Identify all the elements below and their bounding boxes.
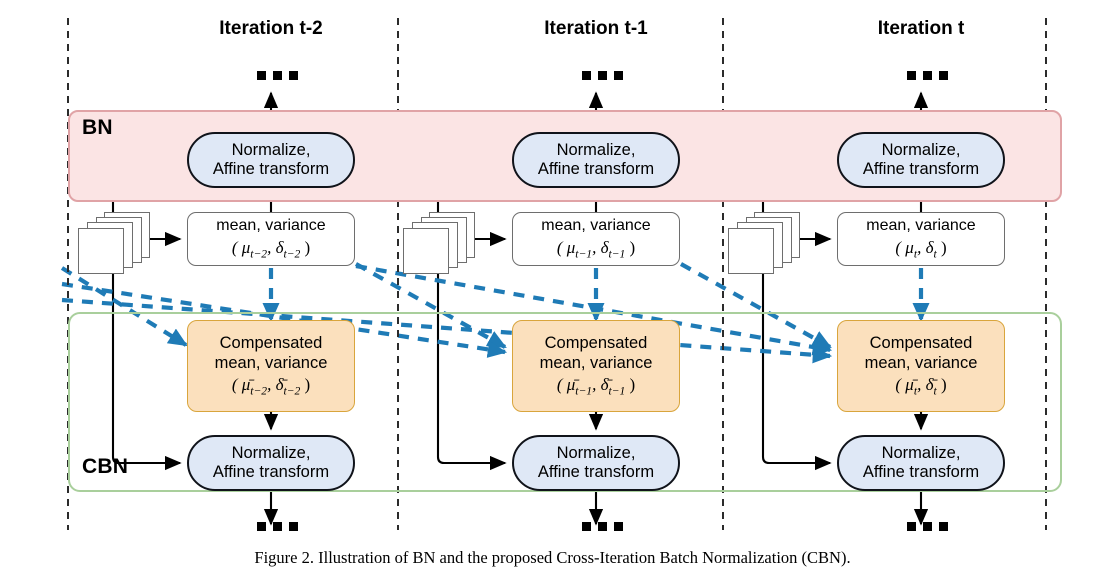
bn-normalize-line1: Normalize,: [881, 140, 961, 159]
stacked-feature-maps-icon-2: [403, 212, 477, 274]
compensated-line1: Compensated: [869, 334, 973, 353]
cbn-normalize-line2: Affine transform: [862, 463, 980, 481]
cbn-normalize-box-t[interactable]: Normalize, Affine transform: [837, 435, 1005, 491]
bn-normalize-line1: Normalize,: [231, 140, 311, 159]
compensated-line1: Compensated: [544, 334, 648, 353]
compensated-statistics-box-t-2[interactable]: Compensated mean, variance ( μ̄t−2, δ̄t−…: [187, 320, 355, 412]
compensated-formula: ( μ̄t, δ̄t ): [895, 374, 947, 398]
compensated-line2: mean, variance: [864, 353, 978, 372]
statistics-formula: ( μt−2, δt−2 ): [231, 237, 311, 261]
bn-normalize-box-t-2[interactable]: Normalize, Affine transform: [187, 132, 355, 188]
compensated-statistics-box-t[interactable]: Compensated mean, variance ( μ̄t, δ̄t ): [837, 320, 1005, 412]
cbn-region-label: CBN: [82, 455, 129, 478]
bn-normalize-line2: Affine transform: [212, 160, 330, 178]
column-title-t: Iteration t: [877, 18, 965, 39]
compensated-formula: ( μ̄t−1, δ̄t−1 ): [556, 374, 636, 398]
statistics-label: mean, variance: [541, 217, 651, 235]
cbn-normalize-line2: Affine transform: [537, 463, 655, 481]
bn-normalize-line2: Affine transform: [862, 160, 980, 178]
figure-caption: Figure 2. Illustration of BN and the pro…: [254, 548, 851, 567]
compensated-statistics-box-t-1[interactable]: Compensated mean, variance ( μ̄t−1, δ̄t−…: [512, 320, 680, 412]
compensated-line1: Compensated: [219, 334, 323, 353]
cbn-normalize-line1: Normalize,: [231, 443, 311, 462]
statistics-label: mean, variance: [216, 217, 326, 235]
compensated-line2: mean, variance: [214, 353, 328, 372]
statistics-box-t-2[interactable]: mean, variance ( μt−2, δt−2 ): [187, 212, 355, 266]
cbn-normalize-line2: Affine transform: [212, 463, 330, 481]
ellipsis-dots-icon-top-2: [582, 71, 623, 80]
column-title-t-1: Iteration t-1: [544, 18, 648, 39]
statistics-formula: ( μt−1, δt−1 ): [556, 237, 636, 261]
ellipsis-dots-icon-bottom-2: [582, 522, 623, 531]
cbn-normalize-line1: Normalize,: [881, 443, 961, 462]
compensated-formula: ( μ̄t−2, δ̄t−2 ): [231, 374, 311, 398]
bn-region-label: BN: [82, 116, 113, 139]
cbn-region: [68, 312, 1062, 492]
ellipsis-dots-icon-bottom-3: [907, 522, 948, 531]
statistics-label: mean, variance: [866, 217, 976, 235]
bn-normalize-line2: Affine transform: [537, 160, 655, 178]
bn-normalize-line1: Normalize,: [556, 140, 636, 159]
cbn-normalize-box-t-1[interactable]: Normalize, Affine transform: [512, 435, 680, 491]
ellipsis-dots-icon-bottom-1: [257, 522, 298, 531]
stacked-feature-maps-icon-3: [728, 212, 802, 274]
ellipsis-dots-icon-top-3: [907, 71, 948, 80]
cbn-normalize-box-t-2[interactable]: Normalize, Affine transform: [187, 435, 355, 491]
statistics-box-t-1[interactable]: mean, variance ( μt−1, δt−1 ): [512, 212, 680, 266]
ellipsis-dots-icon-top-1: [257, 71, 298, 80]
cbn-normalize-line1: Normalize,: [556, 443, 636, 462]
bn-normalize-box-t[interactable]: Normalize, Affine transform: [837, 132, 1005, 188]
compensated-line2: mean, variance: [539, 353, 653, 372]
statistics-formula: ( μt, δt ): [895, 237, 947, 261]
statistics-box-t[interactable]: mean, variance ( μt, δt ): [837, 212, 1005, 266]
bn-normalize-box-t-1[interactable]: Normalize, Affine transform: [512, 132, 680, 188]
stacked-feature-maps-icon-1: [78, 212, 152, 274]
column-title-t-2: Iteration t-2: [219, 18, 323, 39]
